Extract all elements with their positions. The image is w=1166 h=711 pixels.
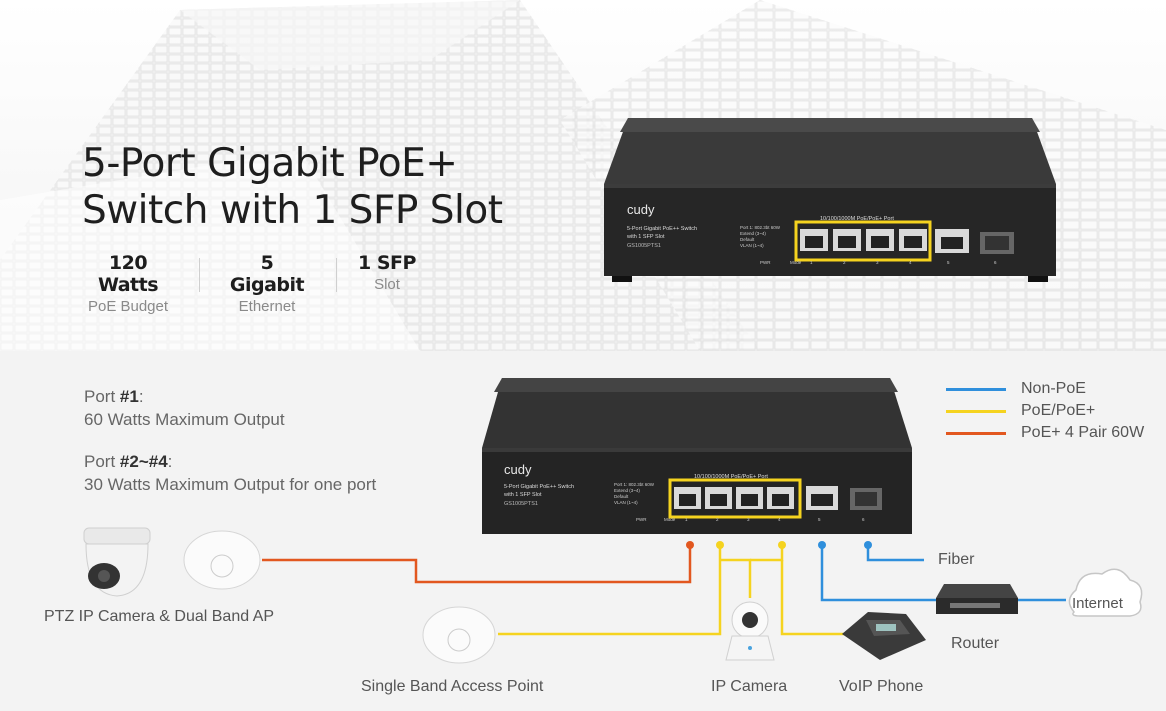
ip-camera-icon	[725, 601, 775, 661]
mode-line: Default	[614, 494, 629, 499]
port1-number: #1	[119, 387, 139, 406]
line-poe-60w	[262, 545, 692, 584]
switch-device-bottom: cudy 5-Port Gigabit PoE++ Switch with 1 …	[482, 378, 912, 534]
mode-line: Port 1: 802.3bt 60W	[740, 225, 781, 230]
switch-brand: cudy	[627, 202, 655, 217]
mode-line: Extend (3~4)	[740, 231, 766, 236]
line-fiber	[866, 545, 924, 562]
legend: Non-PoE PoE/PoE+ PoE+ 4 Pair 60W	[946, 378, 1144, 444]
port24-info: Port #2~#4: 30 Watts Maximum Output for …	[84, 450, 376, 496]
line-poe-voip	[780, 560, 848, 636]
port-number: 3	[747, 517, 750, 522]
port-number: 5	[947, 260, 950, 265]
mode-line: VLAN (1~4)	[614, 500, 638, 505]
stat-ethernet: 5 Gigabit Ethernet	[222, 252, 312, 315]
switch-model-line2: with 1 SFP Slot	[503, 492, 542, 498]
ptz-camera-icon	[83, 527, 151, 597]
pwr-label: PWR	[636, 517, 647, 522]
hero-section: 5-Port Gigabit PoE+ Switch with 1 SFP Sl…	[0, 0, 1166, 351]
stat-value: 1 SFP	[358, 252, 416, 274]
switch-device-top: cudy 5-Port Gigabit PoE++ Switch with 1 …	[604, 118, 1056, 282]
mode-label: Mode	[664, 517, 676, 522]
cloud-icon	[1068, 568, 1143, 617]
port-number: 6	[862, 517, 865, 522]
legend-swatch	[946, 387, 1006, 391]
switch-model-line2: with 1 SFP Slot	[626, 234, 665, 240]
stat-label: Ethernet	[238, 298, 296, 315]
caption-ptz: PTZ IP Camera & Dual Band AP	[44, 608, 275, 625]
port-number: 1	[685, 517, 688, 522]
stat-poe-budget: 120 Watts PoE Budget	[82, 252, 174, 315]
caption-ip-camera: IP Camera	[711, 678, 788, 695]
line-poe-camera	[720, 558, 752, 598]
port24-desc: 30 Watts Maximum Output for one port	[84, 475, 377, 494]
mode-line: Extend (3~4)	[614, 488, 640, 493]
caption-router: Router	[951, 635, 1000, 652]
port-number: 1	[810, 260, 813, 265]
port1-prefix: Port	[84, 387, 120, 406]
stat-label: PoE Budget	[87, 298, 169, 315]
legend-swatch	[946, 409, 1006, 413]
caption-internet: Internet	[1072, 595, 1123, 612]
port-number: 2	[843, 260, 846, 265]
line-non-poe-router	[820, 545, 940, 602]
legend-swatch	[946, 431, 1006, 435]
legend-item-non-poe: Non-PoE	[946, 378, 1144, 400]
caption-fiber: Fiber	[938, 551, 975, 568]
legend-label: Non-PoE	[1021, 380, 1086, 397]
stat-divider	[336, 258, 337, 292]
port-number: 5	[818, 517, 821, 522]
legend-label: PoE/PoE+	[1021, 402, 1096, 419]
router-icon	[936, 584, 1018, 614]
port24-prefix: Port	[84, 452, 120, 471]
mode-line: VLAN (1~4)	[740, 243, 764, 248]
port24-suffix: :	[167, 452, 173, 471]
legend-item-poe: PoE/PoE+	[946, 400, 1144, 422]
title-line-1: 5-Port Gigabit PoE+	[82, 141, 458, 186]
voip-phone-icon	[842, 612, 926, 660]
stat-value: 120 Watts	[97, 252, 159, 296]
switch-model-code: GS1005PTS1	[627, 243, 661, 249]
port-header: 10/100/1000M PoE/PoE+ Port	[694, 474, 768, 480]
legend-item-poe-60w: PoE+ 4 Pair 60W	[946, 422, 1144, 444]
stat-value: 5 Gigabit	[229, 252, 305, 296]
page-title: 5-Port Gigabit PoE+ Switch with 1 SFP Sl…	[82, 140, 552, 234]
port24-number: #2~#4	[119, 452, 168, 471]
port-header: 10/100/1000M PoE/PoE+ Port	[820, 216, 894, 222]
caption-voip: VoIP Phone	[839, 678, 924, 695]
switch-model-code: GS1005PTS1	[504, 501, 538, 507]
mode-label: Mode	[790, 260, 802, 265]
port-number: 4	[909, 260, 912, 265]
caption-single-ap: Single Band Access Point	[361, 678, 544, 695]
stat-label: Slot	[374, 276, 400, 293]
port-number: 2	[716, 517, 719, 522]
switch-model-line1: 5-Port Gigabit PoE++ Switch	[627, 226, 697, 232]
line-poe-bridge	[750, 545, 784, 562]
stat-divider	[199, 258, 200, 292]
switch-model-line1: 5-Port Gigabit PoE++ Switch	[504, 484, 574, 490]
port-number: 3	[876, 260, 879, 265]
port1-desc: 60 Watts Maximum Output	[84, 410, 285, 429]
access-point-icon	[183, 530, 261, 590]
access-point-icon	[422, 606, 496, 664]
port1-suffix: :	[138, 387, 144, 406]
port-number: 4	[778, 517, 781, 522]
switch-brand: cudy	[504, 462, 532, 477]
stat-sfp: 1 SFP Slot	[358, 252, 416, 293]
line-poe-ap	[498, 545, 722, 636]
title-line-2: Switch with 1 SFP Slot	[82, 188, 503, 233]
mode-line: Default	[740, 237, 755, 242]
port1-info: Port #1: 60 Watts Maximum Output	[84, 385, 285, 431]
legend-label: PoE+ 4 Pair 60W	[1021, 424, 1145, 441]
mode-line: Port 1: 802.3bt 60W	[614, 482, 655, 487]
pwr-label: PWR	[760, 260, 771, 265]
port-number: 6	[994, 260, 997, 265]
